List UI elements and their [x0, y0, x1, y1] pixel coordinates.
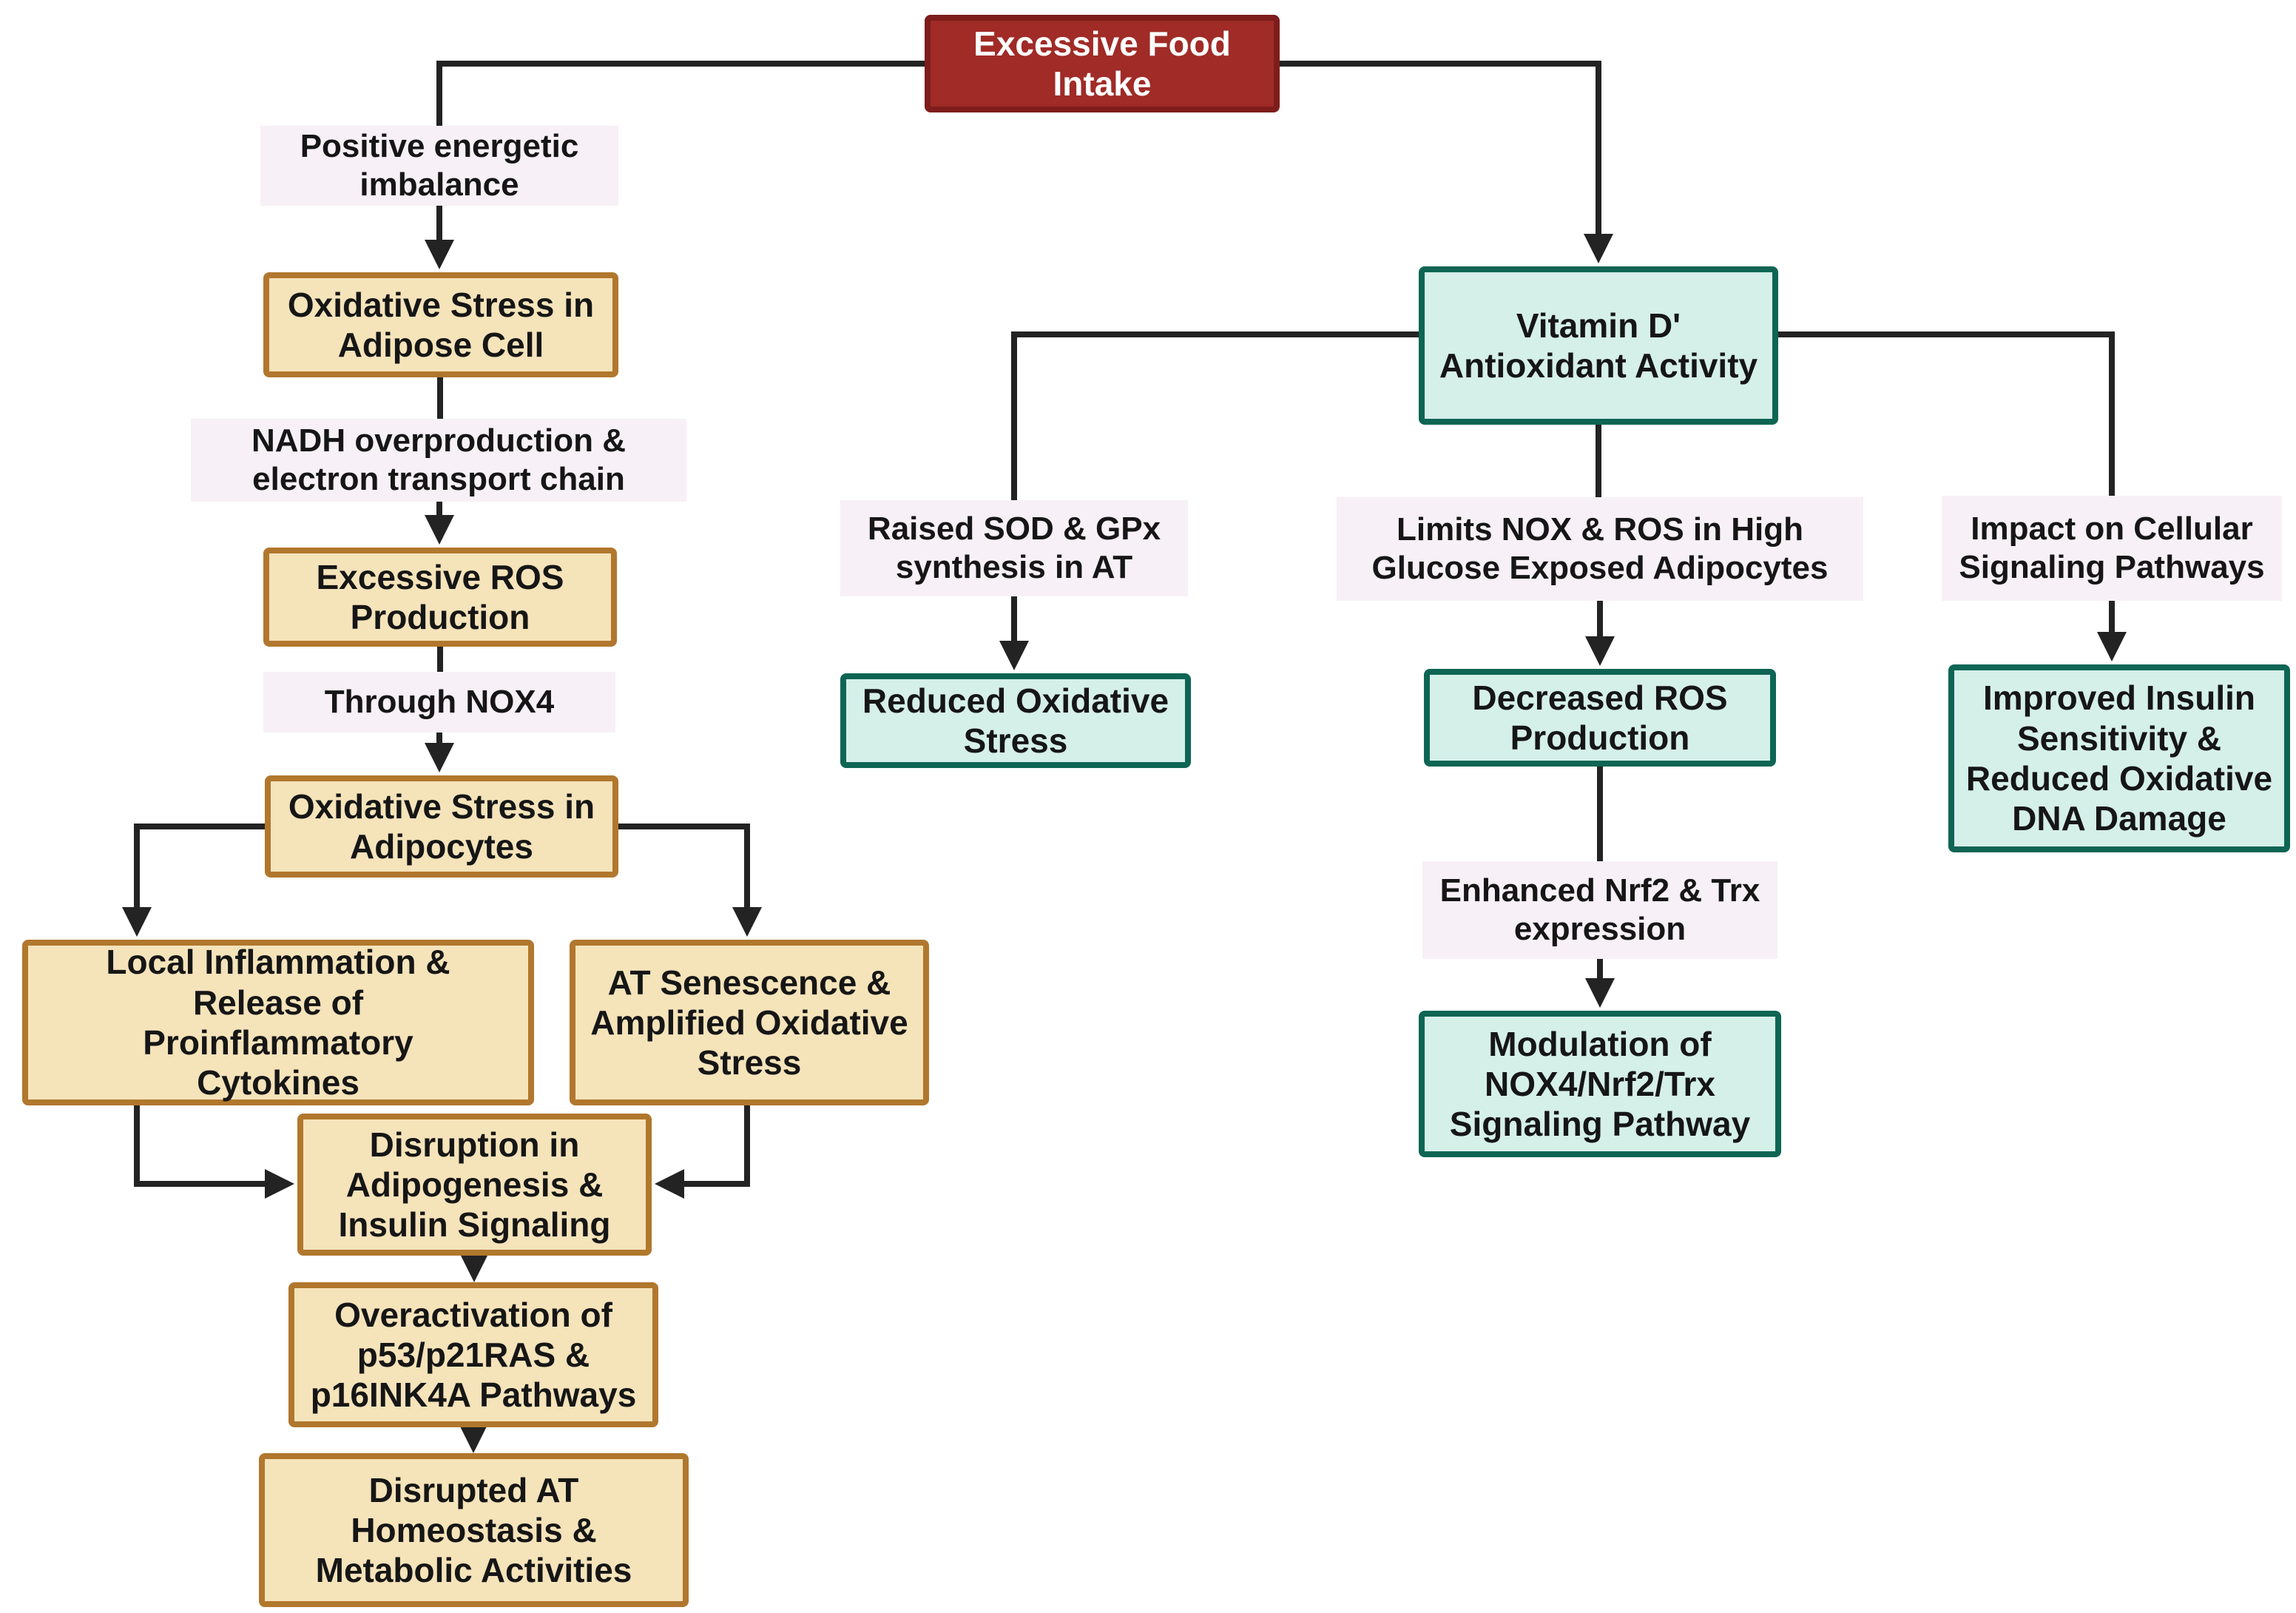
- node-vitamin-d-antioxidant-activity: Vitamin D' Antioxidant Activity: [1419, 266, 1778, 425]
- edge-vitamin-d-to-impact: [1778, 331, 2115, 496]
- label-text: NADH overproduction & electron transport…: [251, 422, 626, 497]
- node-text: Excessive Food Intake: [973, 24, 1231, 103]
- node-text: Oxidative Stress in Adipocytes: [288, 787, 595, 866]
- node-text: Modulation of NOX4/Nrf2/Trx Signaling Pa…: [1449, 1024, 1751, 1144]
- node-excessive-food-intake: Excessive Food Intake: [925, 15, 1280, 112]
- label-through-nox4: Through NOX4: [263, 672, 615, 733]
- edge-adipocytes-to-senescence: [618, 824, 762, 937]
- node-overactivation-pathways: Overactivation of p53/p21RAS & p16INK4A …: [288, 1282, 658, 1427]
- node-oxidative-stress-adipose-cell: Oxidative Stress in Adipose Cell: [263, 272, 618, 377]
- label-raised-sod-gpx: Raised SOD & GPx synthesis in AT: [840, 500, 1188, 596]
- node-text: Disrupted AT Homeostasis & Metabolic Act…: [315, 1470, 632, 1590]
- node-excessive-ros-production: Excessive ROS Production: [263, 548, 617, 647]
- node-text: Disruption in Adipogenesis & Insulin Sig…: [338, 1125, 611, 1245]
- label-text: Limits NOX & ROS in High Glucose Exposed…: [1371, 511, 1829, 586]
- node-oxidative-stress-adipocytes: Oxidative Stress in Adipocytes: [265, 775, 618, 878]
- label-text: Impact on Cellular Signaling Pathways: [1959, 511, 2265, 585]
- label-text: Through NOX4: [324, 684, 555, 721]
- label-text: Enhanced Nrf2 & Trx expression: [1439, 872, 1760, 947]
- node-local-inflammation: Local Inflammation & Release of Proinfla…: [22, 940, 534, 1105]
- node-text: Oxidative Stress in Adipose Cell: [287, 285, 595, 364]
- node-disruption-adipogenesis: Disruption in Adipogenesis & Insulin Sig…: [297, 1114, 652, 1256]
- node-text: Improved Insulin Sensitivity & Reduced O…: [1965, 678, 2273, 838]
- node-disrupted-homeostasis: Disrupted AT Homeostasis & Metabolic Act…: [259, 1453, 689, 1607]
- edge-senescence-to-disruption: [655, 1105, 750, 1199]
- label-limits-nox-ros: Limits NOX & ROS in High Glucose Exposed…: [1337, 497, 1863, 601]
- node-reduced-oxidative-stress: Reduced Oxidative Stress: [840, 673, 1191, 768]
- node-text: Overactivation of p53/p21RAS & p16INK4A …: [310, 1295, 637, 1415]
- label-nadh-overproduction: NADH overproduction & electron transport…: [191, 419, 686, 502]
- label-impact-cellular-signaling: Impact on Cellular Signaling Pathways: [1942, 496, 2282, 601]
- label-positive-energetic-imbalance: Positive energetic imbalance: [260, 126, 618, 206]
- label-enhanced-nrf2-trx: Enhanced Nrf2 & Trx expression: [1422, 861, 1777, 959]
- node-text: AT Senescence & Amplified Oxidative Stre…: [590, 963, 908, 1082]
- node-improved-insulin-sensitivity: Improved Insulin Sensitivity & Reduced O…: [1948, 664, 2290, 852]
- label-text: Raised SOD & GPx synthesis in AT: [867, 511, 1161, 585]
- edge-intake-to-vitamin-d: [1280, 61, 1613, 263]
- node-decreased-ros-production: Decreased ROS Production: [1424, 669, 1776, 767]
- node-modulation-nox4-pathway: Modulation of NOX4/Nrf2/Trx Signaling Pa…: [1419, 1011, 1781, 1157]
- edge-intake-to-imbalance: [436, 61, 925, 126]
- edge-inflammation-to-disruption: [134, 1105, 294, 1199]
- node-at-senescence: AT Senescence & Amplified Oxidative Stre…: [570, 940, 929, 1105]
- node-text: Reduced Oxidative Stress: [862, 681, 1169, 760]
- edge-vitamin-d-to-sod: [1011, 331, 1419, 500]
- node-text: Local Inflammation & Release of Proinfla…: [106, 943, 450, 1102]
- node-text: Excessive ROS Production: [316, 557, 564, 636]
- label-text: Positive energetic imbalance: [300, 128, 579, 203]
- node-text: Decreased ROS Production: [1472, 678, 1728, 757]
- node-text: Vitamin D' Antioxidant Activity: [1439, 306, 1758, 385]
- edge-adipocytes-to-inflammation: [122, 824, 265, 937]
